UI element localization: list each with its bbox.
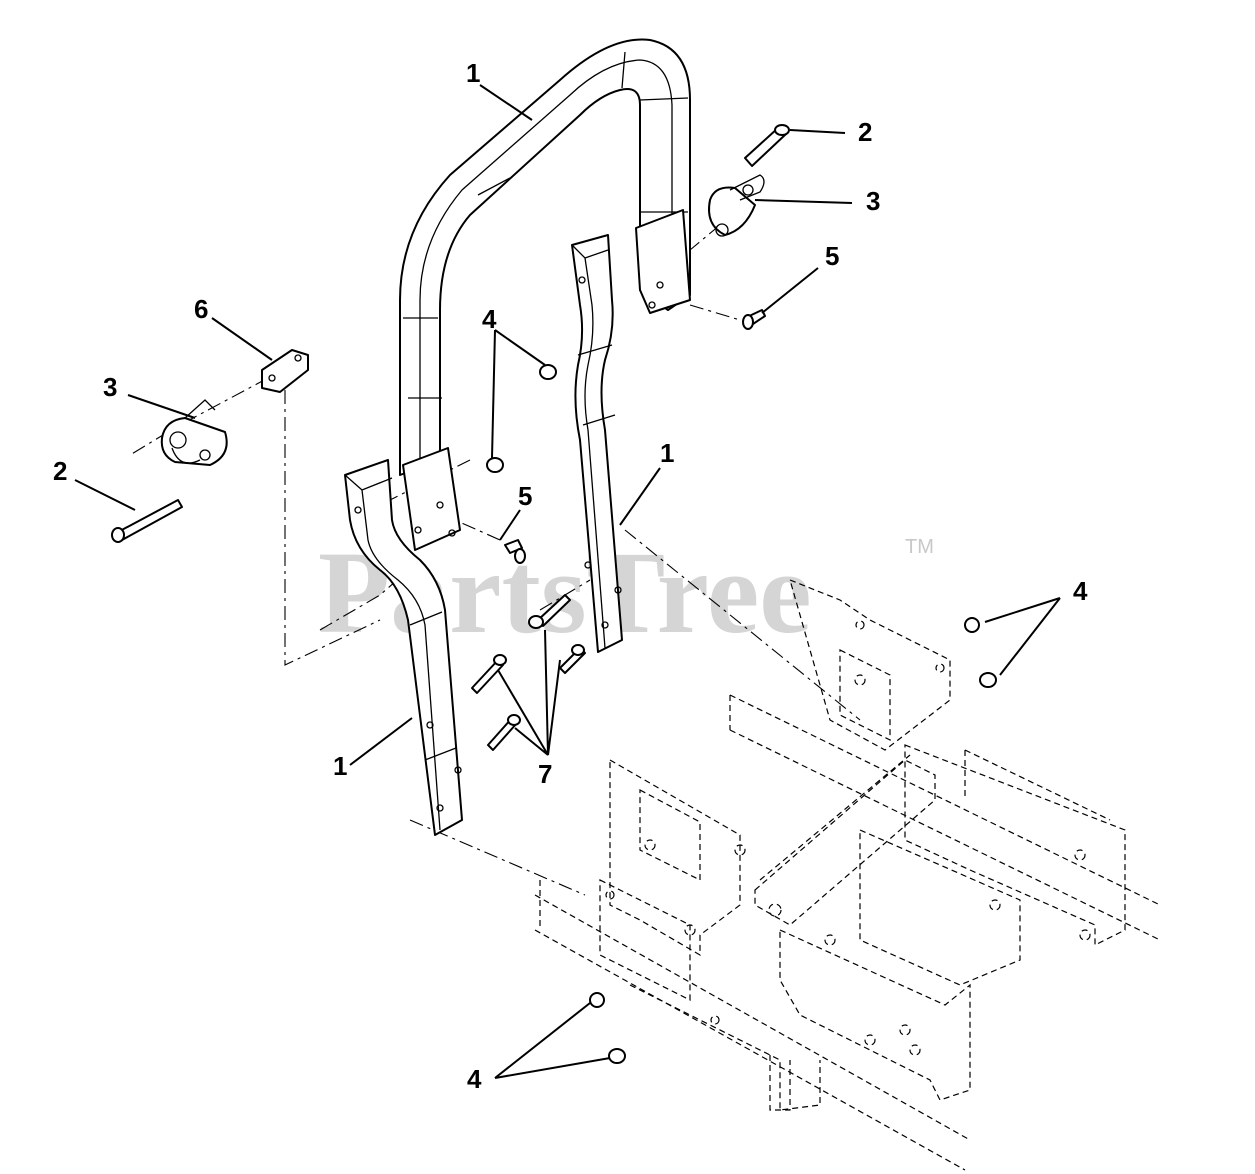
callout-4-upper: 4	[482, 304, 497, 334]
rops-right-upright	[571, 234, 623, 653]
callout-1-top: 1	[466, 58, 480, 88]
watermark-trademark: TM	[905, 536, 934, 558]
rops-upper-hoop	[399, 38, 691, 551]
leader-lines	[74, 84, 1061, 1079]
callout-3-left: 3	[103, 372, 117, 402]
callout-6: 6	[194, 294, 208, 324]
fasteners	[111, 124, 997, 1064]
callout-7: 7	[538, 759, 552, 789]
callout-3-right: 3	[866, 186, 880, 216]
callout-4-right: 4	[1073, 576, 1088, 606]
callout-5-right: 5	[825, 241, 839, 271]
callout-labels: 1 2 3 5 6 4 3 2 1 5 4 1 7 4	[53, 58, 1088, 1094]
callout-2-left: 2	[53, 456, 67, 486]
callout-5-center: 5	[518, 481, 532, 511]
rops-left-upright	[344, 459, 463, 836]
callout-1-right: 1	[660, 438, 674, 468]
mower-frame	[534, 578, 1161, 1171]
callout-1-left: 1	[333, 751, 347, 781]
callout-2-right: 2	[858, 117, 872, 147]
callout-4-bottom: 4	[467, 1064, 482, 1094]
